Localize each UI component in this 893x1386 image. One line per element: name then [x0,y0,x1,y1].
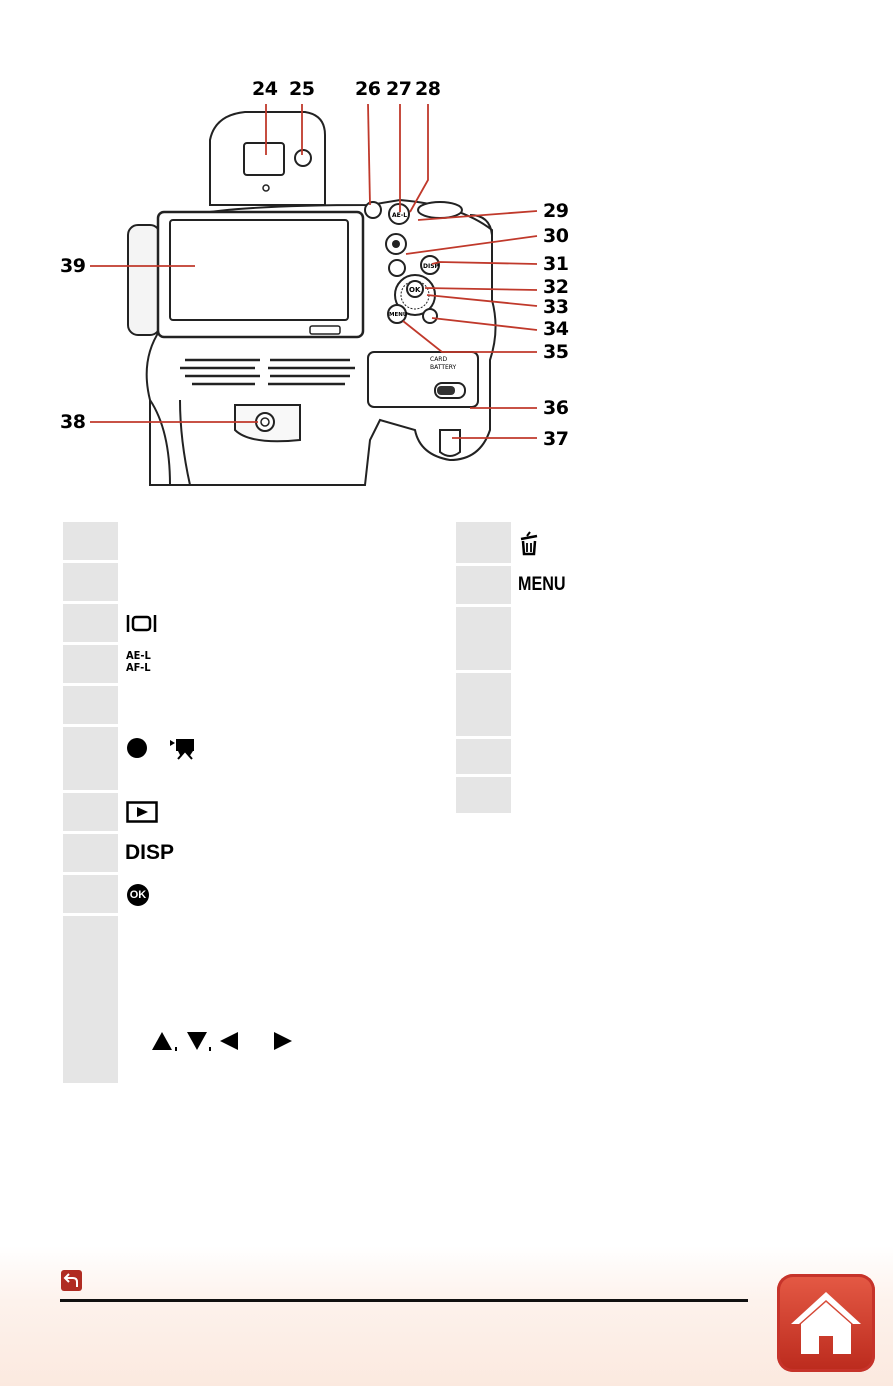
callout-26: 26 [355,78,381,100]
row-number-cell [63,793,118,834]
table-row [63,793,438,834]
eye-sensor [294,149,312,167]
callout-36: 36 [543,397,569,419]
callout-25: 25 [289,78,315,100]
row-number-cell [456,739,511,777]
parts-table-left: AE-L AF-L DISP OK [63,522,438,1083]
menu-icon: MENU [518,574,566,595]
table-row [456,673,756,739]
parts-table-right: MENU [456,522,756,813]
row-number-cell [63,834,118,875]
ael-afl-button [388,203,410,225]
row-number-cell [456,777,511,813]
row-number-cell [63,916,118,1083]
table-row [63,727,438,793]
callout-32: 32 [543,276,569,298]
footer-band [0,1246,893,1386]
command-dial [364,201,382,219]
row-number-cell [63,875,118,916]
table-row [63,916,438,1083]
svg-text:OK: OK [409,286,421,294]
callout-29: 29 [543,200,569,222]
row-number-cell [456,522,511,566]
table-row [456,522,756,566]
callout-28: 28 [415,78,441,100]
movie-record-icon [127,738,194,760]
svg-text:AE-L: AE-L [392,212,407,219]
delete-button [422,308,438,324]
table-row: MENU [456,566,756,607]
row-number-cell [63,604,118,645]
table-row [63,522,438,563]
mode-dial [417,201,463,219]
callout-30: 30 [543,225,569,247]
tripod-socket [255,412,275,432]
disp-icon: DISP [125,841,175,864]
table-row [63,686,438,727]
footer-divider [60,1299,748,1302]
callout-31: 31 [543,253,569,275]
svg-text:MENU: MENU [389,312,407,318]
callout-38: 38 [60,411,86,433]
table-row: DISP [63,834,438,875]
table-row [63,604,438,645]
table-row [456,739,756,777]
disp-button [420,255,440,275]
ae-af-lock-icon: AE-L AF-L [126,649,151,674]
row-number-cell [456,566,511,607]
playback-icon [126,801,158,823]
table-row [456,607,756,673]
callout-27: 27 [386,78,412,100]
callout-37: 37 [543,428,569,450]
camera-back-diagram: CARD BATTERY AE-L DISP OK MENU [90,103,538,486]
row-number-cell [456,673,511,739]
multi-selector-arrows-icon [152,1032,292,1051]
table-row: OK [63,875,438,916]
callout-24: 24 [252,78,278,100]
row-number-cell [63,686,118,727]
battery-door-battery-label: BATTERY [430,364,457,371]
row-number-cell [63,563,118,604]
row-number-cell [63,522,118,563]
svg-text:DISP: DISP [423,263,440,270]
callout-33: 33 [543,296,569,318]
row-number-cell [63,645,118,686]
home-button[interactable] [777,1274,875,1372]
battery-door [367,351,479,408]
table-row [456,777,756,813]
menu-button [387,304,407,324]
ok-button [406,280,424,298]
callout-34: 34 [543,318,569,340]
table-row [63,563,438,604]
monitor-screen [169,219,349,321]
playback-button [388,259,406,277]
home-icon [791,1292,861,1354]
back-button[interactable] [61,1270,82,1291]
row-number-cell [63,727,118,793]
row-number-cell [456,607,511,673]
delete-icon [520,531,538,556]
eyepiece-window [243,142,285,176]
callout-39: 39 [60,255,86,277]
battery-door-card-label: CARD [430,356,447,363]
monitor-switch-icon [126,615,157,632]
ok-icon: OK [127,884,149,906]
table-row: AE-L AF-L [63,645,438,686]
callout-35: 35 [543,341,569,363]
back-arrow-icon [63,1273,78,1287]
